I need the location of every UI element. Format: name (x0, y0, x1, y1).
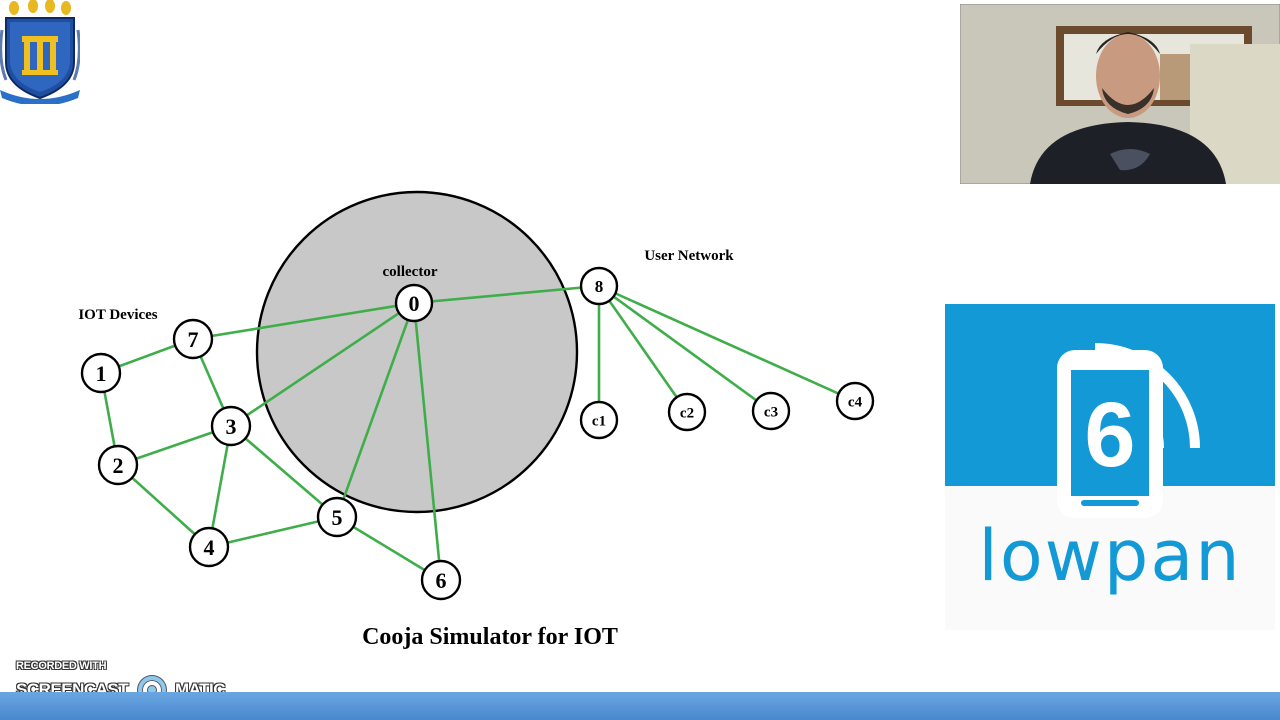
node-5-label: 5 (332, 505, 343, 530)
node-8: 8 (579, 266, 619, 306)
edge-0-7 (192, 301, 415, 341)
node-c3-circle (751, 391, 791, 431)
edge-0-5 (335, 302, 416, 518)
node-1-circle (80, 352, 122, 394)
node-3-label: 3 (226, 414, 237, 439)
node-1-label: 1 (96, 361, 107, 386)
node-c2: c2 (667, 392, 707, 432)
edge-8-c3 (598, 284, 772, 413)
iot-devices-label: IOT Devices (78, 307, 157, 323)
node-7-circle (172, 318, 214, 360)
bottom-bar (0, 692, 1280, 720)
6lowpan-logo: 6 lowpan (945, 304, 1275, 630)
node-5-circle (316, 496, 358, 538)
node-8-label: 8 (595, 277, 604, 296)
node-c3: c3 (751, 391, 791, 431)
node-0-circle (394, 283, 434, 323)
node-3: 3 (210, 405, 252, 447)
edge-8-c2 (597, 285, 689, 413)
node-6-label: 6 (436, 568, 447, 593)
node-4: 4 (188, 526, 230, 568)
edge-0-3 (230, 301, 415, 428)
node-3-circle (210, 405, 252, 447)
edge-3-4 (207, 425, 233, 548)
edge-5-6 (336, 515, 442, 582)
node-1: 1 (80, 352, 122, 394)
edge-0-8 (413, 284, 600, 305)
logo-digit: 6 (1084, 384, 1135, 486)
edge-0-6 (412, 302, 443, 581)
logo-text: lowpan (978, 515, 1241, 597)
university-crest-logo (0, 0, 80, 104)
node-7-label: 7 (188, 327, 199, 352)
node-4-label: 4 (204, 535, 215, 560)
webcam-video-feed (960, 4, 1280, 184)
node-0-label: 0 (409, 291, 420, 316)
node-2-label: 2 (113, 453, 124, 478)
node-c4: c4 (835, 381, 875, 421)
collector-label: collector (383, 264, 438, 280)
node-6: 6 (420, 559, 462, 601)
node-8-circle (579, 266, 619, 306)
node-2-circle (97, 444, 139, 486)
node-0: 0 (394, 283, 434, 323)
node-c1-circle (579, 400, 619, 440)
node-c3-label: c3 (764, 404, 778, 420)
edge-2-4 (117, 464, 210, 548)
user-network-label: User Network (644, 248, 734, 264)
node-6-circle (420, 559, 462, 601)
node-2: 2 (97, 444, 139, 486)
node-c4-label: c4 (848, 394, 863, 410)
node-c2-label: c2 (680, 405, 694, 421)
node-7: 7 (172, 318, 214, 360)
node-5: 5 (316, 496, 358, 538)
edge-3-5 (230, 425, 338, 518)
nodes-layer: 0 1 2 3 4 5 6 7 8 c1 c2 c3 c4 (80, 266, 875, 601)
node-4-circle (188, 526, 230, 568)
node-c2-circle (667, 392, 707, 432)
slide-title: Cooja Simulator for IOT (362, 624, 618, 650)
collector-range-circle (255, 190, 579, 514)
watermark-recorded-with: RECORDED WITH (16, 660, 107, 672)
node-c1-label: c1 (592, 413, 606, 429)
edge-4-5 (208, 515, 338, 549)
node-c1: c1 (579, 400, 619, 440)
edge-8-c4 (598, 284, 856, 403)
node-c4-circle (835, 381, 875, 421)
